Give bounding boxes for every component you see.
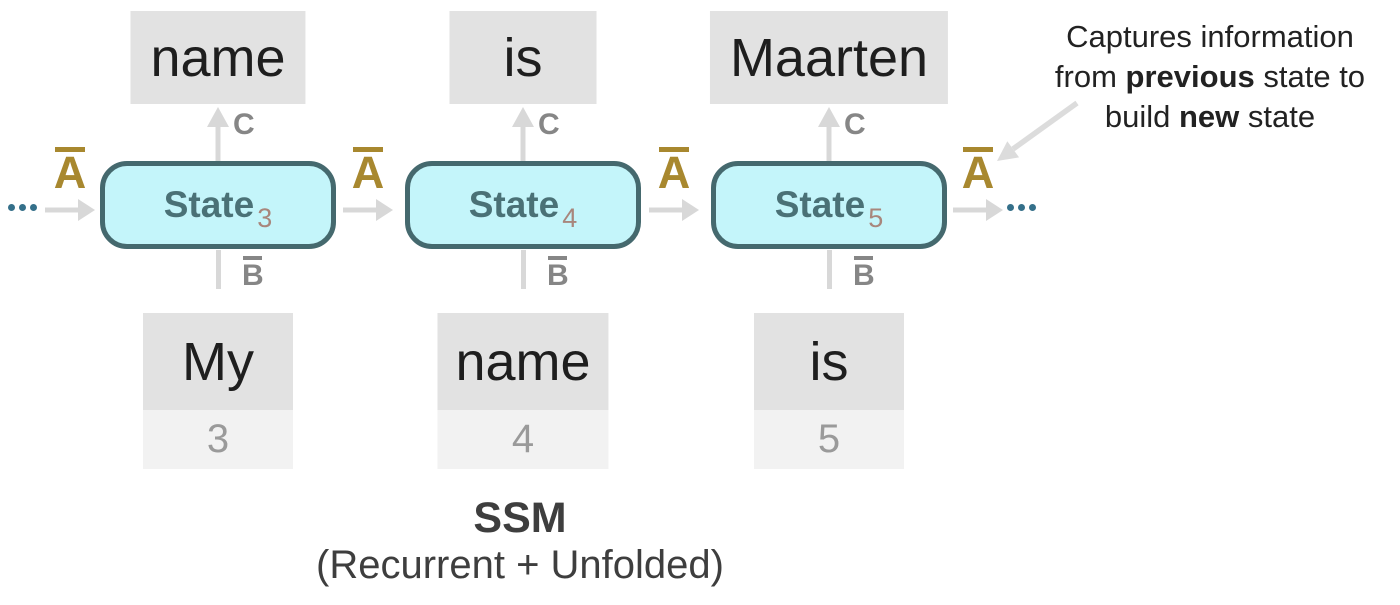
annotation-line-2: from previous state to [1054,59,1366,94]
state-index: 4 [562,202,578,233]
a-transition-2: A [338,147,398,223]
b-overline [548,256,568,260]
ellipsis-dots-left [8,204,37,211]
b-matrix-label: B [547,256,569,291]
b-overline [854,256,874,260]
annotation-line-3: build new state [1104,99,1316,134]
annotation-line-1: Captures information [1066,19,1354,54]
state-index: 3 [257,202,273,233]
output-token-box: name [130,11,306,104]
a-overline [55,147,85,152]
annotation-arrow-icon [997,100,1079,161]
input-position-box: 3 [143,410,293,469]
input-line [215,250,221,289]
input-token-stack: name 4 [437,313,609,469]
transition-arrow-icon [45,199,95,221]
b-matrix-label: B [242,256,264,291]
transition-arrow-icon [343,199,393,221]
input-position-box: 5 [754,410,904,469]
state-label: State [774,184,866,225]
b-matrix-label: B [853,256,875,291]
input-position-label: 3 [206,417,230,461]
input-token-box: My [143,313,293,410]
transition-arrow-icon [953,199,1003,221]
output-arrow-icon [818,107,840,161]
input-line [520,250,526,289]
output-token-box: is [449,11,597,104]
input-token-box: name [437,313,609,410]
output-token-label: is [503,27,543,88]
a-transition-3: A [644,147,704,223]
diagram-caption: SSM (Recurrent + Unfolded) [310,494,730,588]
output-arrow-icon [207,107,229,161]
input-token-label: My [182,331,254,392]
c-matrix-label: C [538,108,560,141]
a-matrix-label: A [961,147,995,198]
transition-arrow-icon [649,199,699,221]
input-position-box: 4 [437,410,609,469]
ssm-timestep-4: is C State 4 B name 4 [363,0,683,605]
state-label: State [163,184,255,225]
state-box: State 5 [711,161,947,249]
state-index: 5 [868,202,884,233]
input-token-box: is [754,313,904,410]
output-token-box: Maarten [709,11,949,104]
a-matrix-label: A [351,147,385,198]
a-matrix-label: A [53,147,87,198]
input-token-stack: is 5 [754,313,904,469]
annotation-note: Captures information from previous state… [1020,17,1400,137]
caption-title: SSM [473,494,567,542]
b-overline [243,256,263,260]
ssm-timestep-3: name C State 3 B My 3 [58,0,378,605]
a-overline [659,147,689,152]
caption-subtitle: (Recurrent + Unfolded) [316,543,724,587]
input-line [826,250,832,289]
a-overline [963,147,993,152]
a-matrix-label: A [657,147,691,198]
state-box: State 4 [405,161,641,249]
c-matrix-label: C [233,108,255,141]
input-token-stack: My 3 [143,313,293,469]
input-token-label: is [809,331,849,392]
a-transition-1: A [40,147,100,223]
a-overline [353,147,383,152]
output-token-label: Maarten [729,27,929,88]
input-position-label: 5 [817,417,841,461]
c-matrix-label: C [844,108,866,141]
output-arrow-icon [512,107,534,161]
state-label: State [468,184,560,225]
ellipsis-dots-right [1007,204,1036,211]
input-position-label: 4 [511,417,535,461]
output-token-label: name [150,27,286,88]
input-token-label: name [455,331,591,392]
a-transition-4: A [948,147,1008,223]
state-box: State 3 [100,161,336,249]
ssm-timestep-5: Maarten C State 5 B is 5 [669,0,989,605]
